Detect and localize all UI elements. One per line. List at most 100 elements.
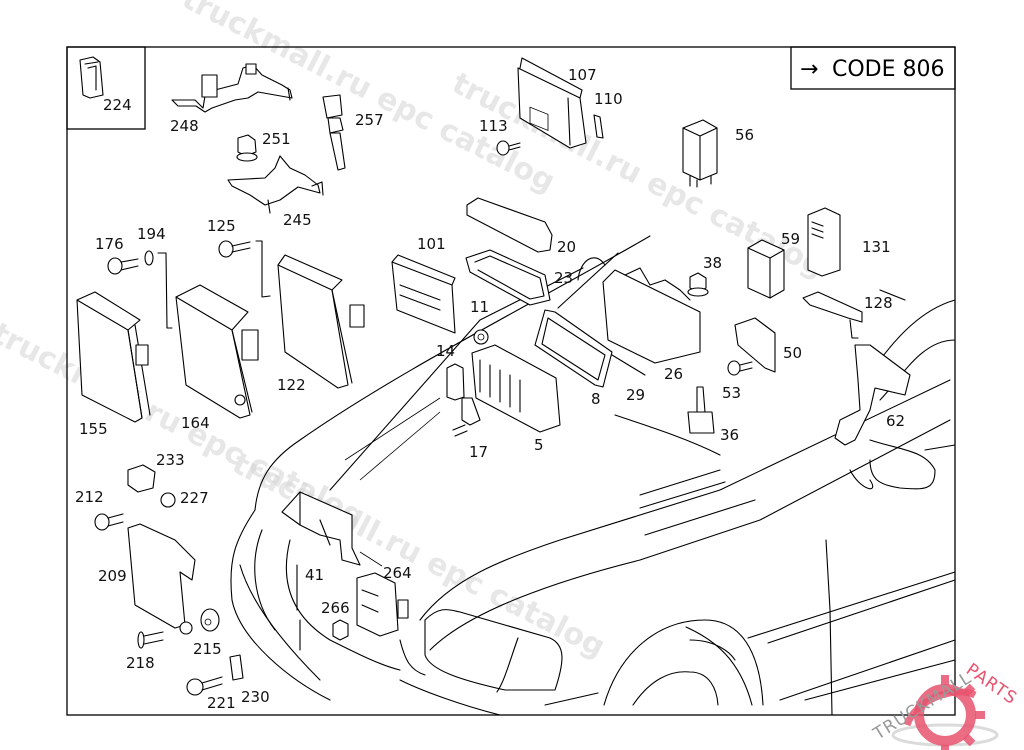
part-227-nut[interactable]: [160, 492, 176, 508]
part-233-grommet[interactable]: [127, 464, 156, 493]
part-5-fuse-box[interactable]: [471, 344, 561, 433]
part-8-seal[interactable]: [534, 309, 613, 388]
truckmallparts-logo[interactable]: TRUCKMALL PARTS: [869, 660, 1021, 750]
part-11-nut[interactable]: [473, 329, 489, 345]
part-212-bolt[interactable]: [94, 513, 124, 531]
part-53-bolt[interactable]: [727, 360, 753, 376]
part-218-screw[interactable]: [137, 631, 164, 649]
callout-41[interactable]: 41: [305, 566, 324, 584]
callout-107[interactable]: 107: [568, 66, 597, 84]
callout-20[interactable]: 20: [557, 238, 576, 256]
callout-176[interactable]: 176: [95, 235, 124, 253]
callout-50[interactable]: 50: [783, 344, 802, 362]
part-107-control-unit[interactable]: [517, 57, 587, 149]
part-221-screw[interactable]: [186, 676, 223, 696]
part-176-bolt[interactable]: [107, 257, 139, 275]
part-29-clip[interactable]: [611, 354, 646, 376]
callout-26[interactable]: 26: [664, 365, 683, 383]
part-56-relay[interactable]: [682, 119, 718, 188]
callout-17[interactable]: 17: [469, 443, 488, 461]
part-264-module[interactable]: [356, 572, 409, 637]
callout-131[interactable]: 131: [862, 238, 891, 256]
callout-38[interactable]: 38: [703, 254, 722, 272]
part-20-cover[interactable]: [466, 197, 553, 253]
part-257-sensor[interactable]: [322, 94, 346, 171]
callout-128[interactable]: 128: [864, 294, 893, 312]
callout-8[interactable]: 8: [591, 390, 601, 408]
part-251-nut[interactable]: [236, 134, 258, 162]
part-224-clip[interactable]: [79, 56, 104, 99]
part-155-control-unit[interactable]: [76, 291, 151, 423]
callout-125[interactable]: 125: [207, 217, 236, 235]
part-36-stud[interactable]: [687, 386, 715, 434]
part-101-fuse-block[interactable]: [391, 254, 456, 334]
callout-122[interactable]: 122: [277, 376, 306, 394]
callout-29[interactable]: 29: [626, 386, 645, 404]
callout-53[interactable]: 53: [722, 384, 741, 402]
leader-line: [359, 551, 383, 567]
code-806-box[interactable]: → CODE 806: [790, 46, 956, 90]
part-17-connector[interactable]: [452, 397, 481, 437]
diagram-frame: [66, 46, 956, 716]
part-41-bracket[interactable]: [281, 491, 361, 566]
part-215-grommet[interactable]: [200, 608, 220, 632]
part-59-relay[interactable]: [747, 239, 785, 299]
callout-224[interactable]: 224: [103, 96, 132, 114]
callout-62[interactable]: 62: [886, 412, 905, 430]
part-230-clip[interactable]: [229, 654, 244, 681]
callout-194[interactable]: 194: [137, 225, 166, 243]
callout-155[interactable]: 155: [79, 420, 108, 438]
callout-14[interactable]: 14: [436, 342, 455, 360]
part-38-nut[interactable]: [687, 272, 709, 297]
car-outline: [230, 235, 956, 716]
callout-164[interactable]: 164: [181, 414, 210, 432]
callout-251[interactable]: 251: [262, 130, 291, 148]
part-50-holder[interactable]: [734, 317, 776, 373]
callout-110[interactable]: 110: [594, 90, 623, 108]
callout-218[interactable]: 218: [126, 654, 155, 672]
callout-221[interactable]: 221: [207, 694, 236, 712]
part-209-control-unit[interactable]: [127, 523, 196, 635]
callout-212[interactable]: 212: [75, 488, 104, 506]
part-131-relay[interactable]: [807, 207, 841, 277]
callout-257[interactable]: 257: [355, 111, 384, 129]
callout-245[interactable]: 245: [283, 211, 312, 229]
callout-266[interactable]: 266: [321, 599, 350, 617]
part-14-cap[interactable]: [446, 363, 465, 401]
callout-5[interactable]: 5: [534, 436, 544, 454]
callout-248[interactable]: 248: [170, 117, 199, 135]
inset-box-224: [66, 46, 146, 130]
callout-233[interactable]: 233: [156, 451, 185, 469]
part-122-control-unit[interactable]: [277, 254, 365, 389]
part-128-holder[interactable]: [802, 291, 863, 339]
callout-230[interactable]: 230: [241, 688, 270, 706]
part-113-screw[interactable]: [496, 140, 521, 156]
part-266-nut[interactable]: [332, 619, 349, 641]
callout-113[interactable]: 113: [479, 117, 508, 135]
part-62-bracket[interactable]: [834, 344, 911, 446]
callout-56[interactable]: 56: [735, 126, 754, 144]
callout-215[interactable]: 215: [193, 640, 222, 658]
part-23-gasket[interactable]: [465, 249, 551, 306]
gear-icon: [903, 675, 985, 750]
callout-36[interactable]: 36: [720, 426, 739, 444]
callout-23[interactable]: 23: [554, 269, 573, 287]
callout-59[interactable]: 59: [781, 230, 800, 248]
leader-line: [157, 252, 173, 329]
callout-209[interactable]: 209: [98, 567, 127, 585]
part-248-bracket[interactable]: [171, 63, 293, 113]
callout-101[interactable]: 101: [417, 235, 446, 253]
part-194-washer[interactable]: [144, 250, 154, 266]
part-110-clip[interactable]: [593, 114, 604, 139]
callout-264[interactable]: 264: [383, 564, 412, 582]
part-125-bolt[interactable]: [218, 240, 251, 258]
callout-layer: 224 248 257 251 245 107 110 113 56 176 1…: [75, 66, 905, 712]
part-164-control-unit[interactable]: [175, 284, 259, 419]
part-245-bracket[interactable]: [227, 155, 324, 214]
leader-line: [255, 240, 271, 298]
callout-227[interactable]: 227: [180, 489, 209, 507]
part-26-bracket[interactable]: [602, 267, 701, 364]
callout-11[interactable]: 11: [470, 298, 489, 316]
code-arrow-icon: →: [800, 57, 818, 82]
